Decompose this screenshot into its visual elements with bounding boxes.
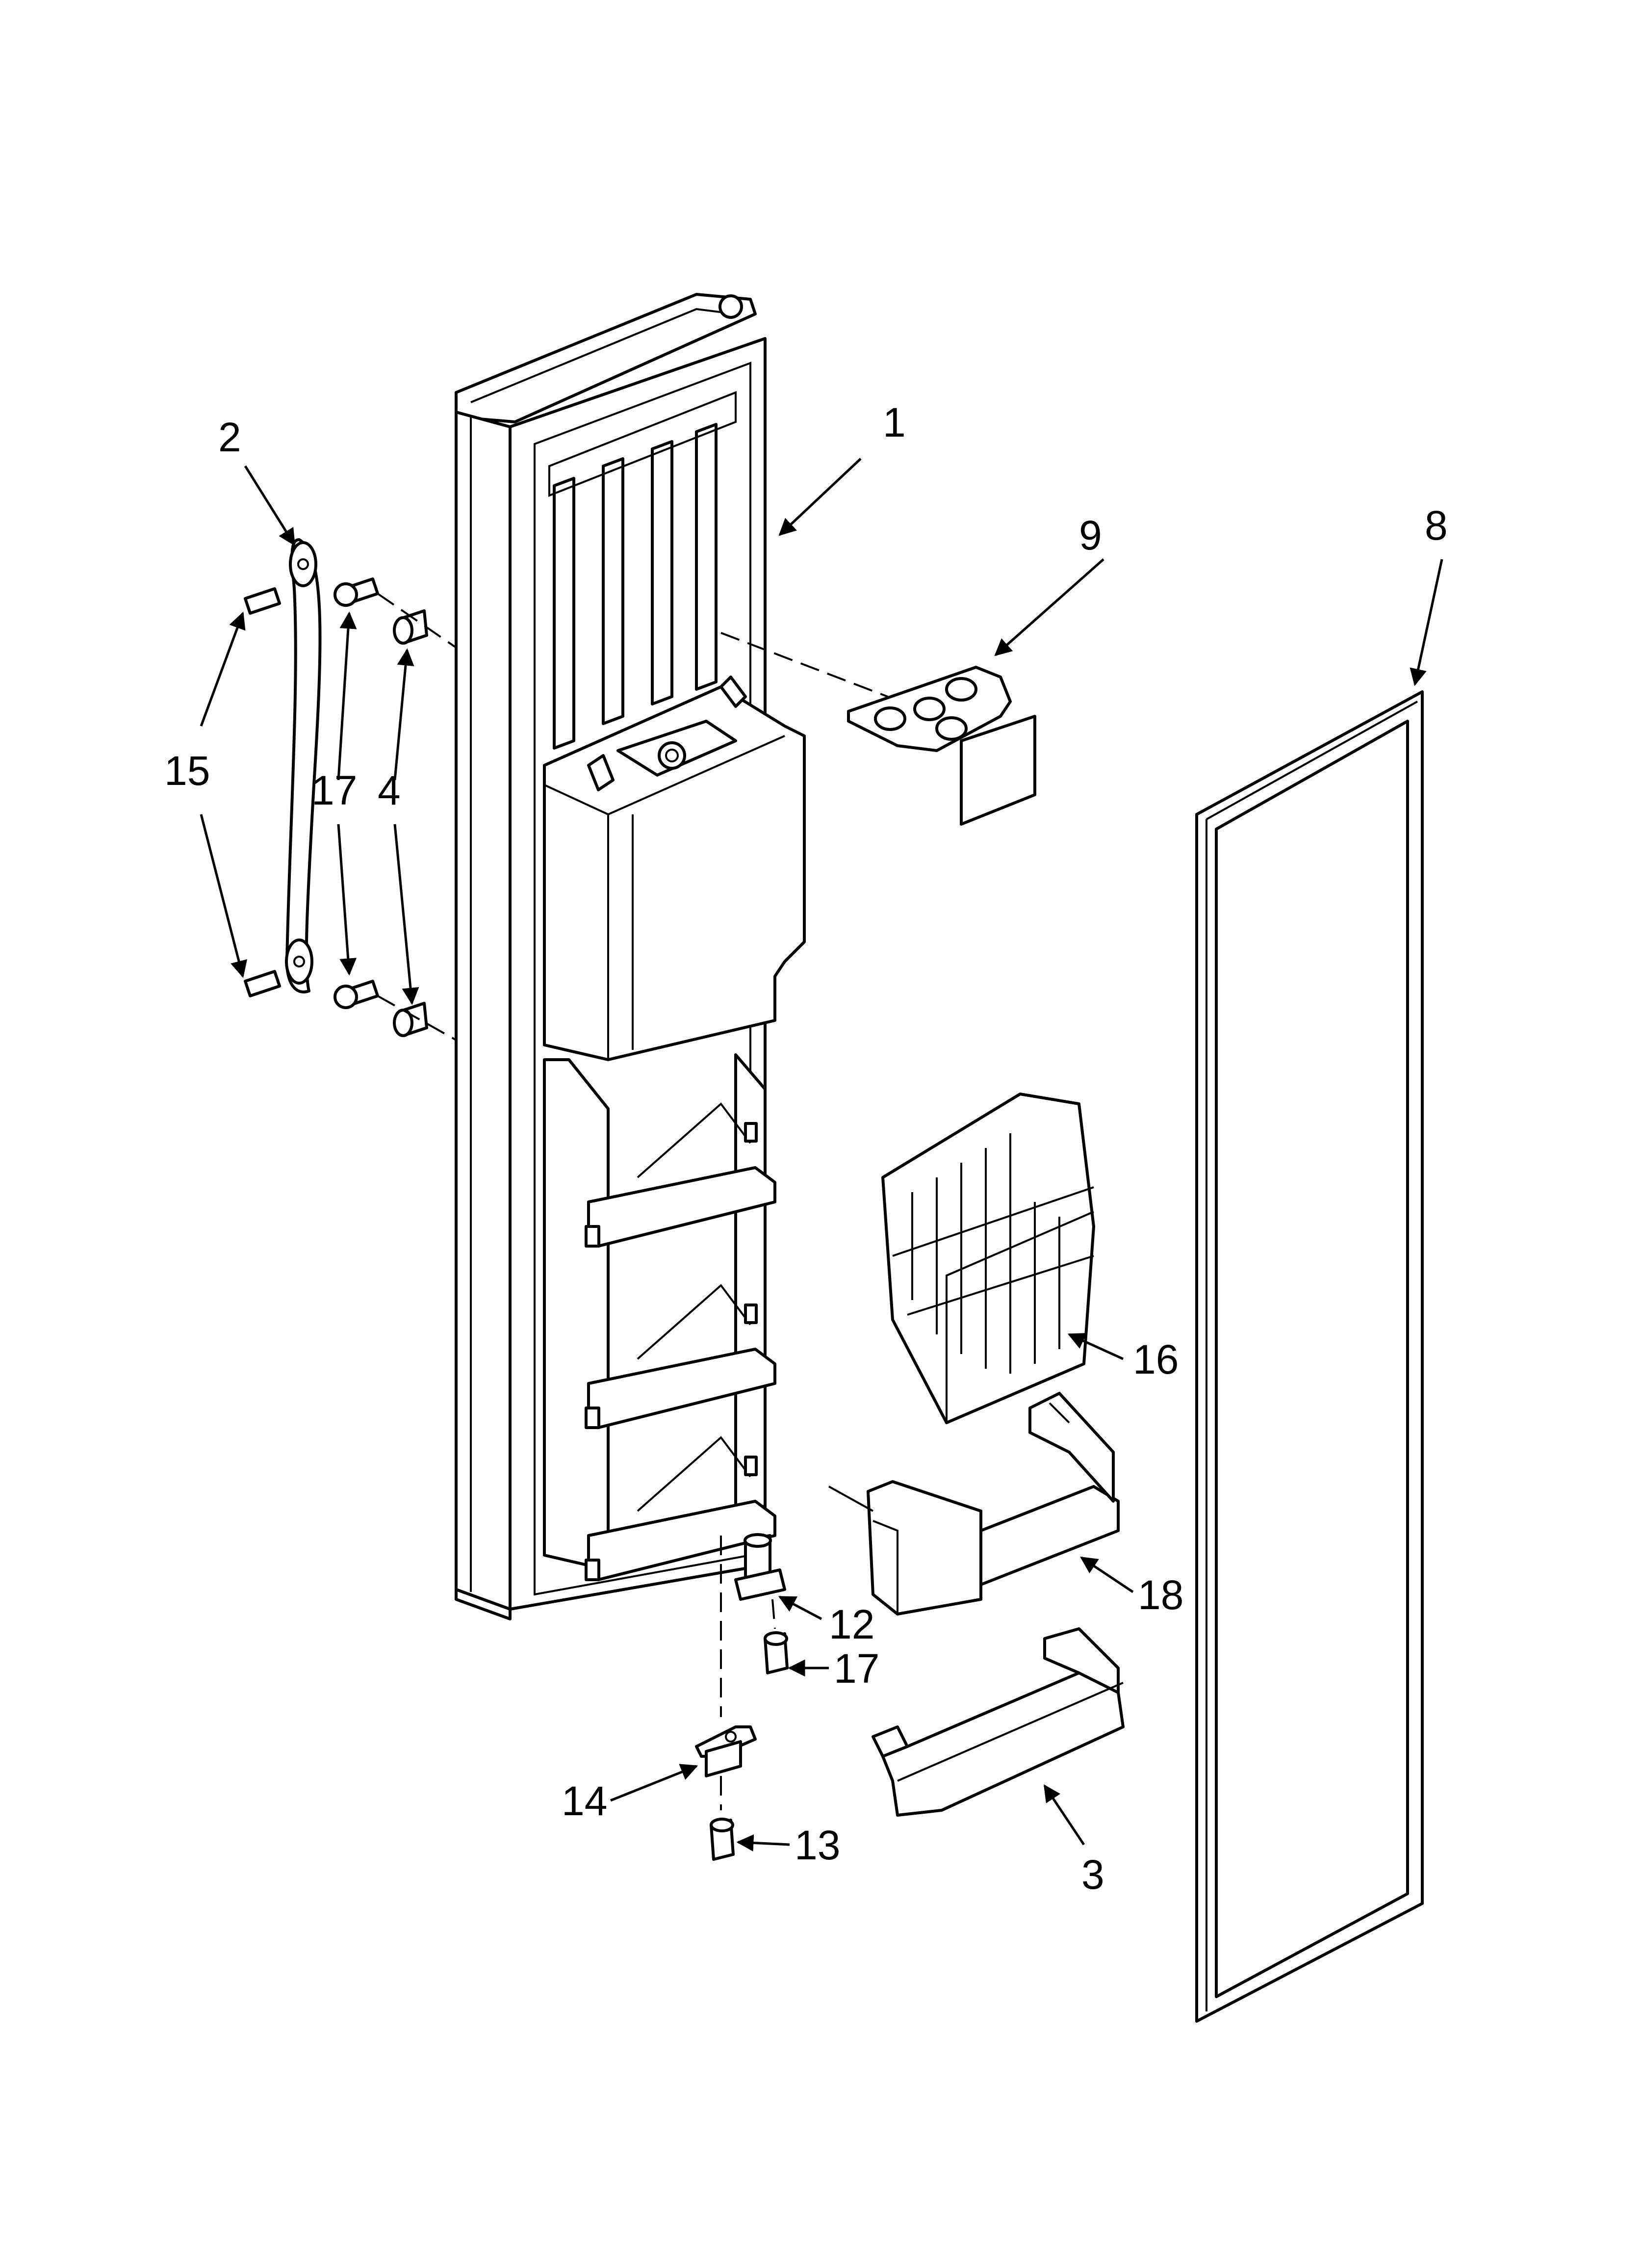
callout-3: 3: [1081, 1851, 1104, 1898]
leader-3: [1043, 1784, 1085, 1846]
door-gasket-part-8: [1195, 690, 1424, 2023]
wire-basket-part-16: [881, 1093, 1095, 1424]
leader-4-upper: [393, 648, 414, 781]
callout-13: 13: [795, 1822, 840, 1868]
handle-screw-part-15: [244, 587, 281, 997]
leader-18: [1080, 1556, 1134, 1593]
leader-13: [736, 1834, 790, 1851]
callout-8: 8: [1425, 502, 1448, 548]
leader-lines: [200, 458, 1443, 1851]
dispenser-flap-part-9: [847, 666, 1036, 826]
callout-14: 14: [562, 1778, 607, 1824]
callout-16: 16: [1133, 1336, 1179, 1382]
hinge-screw-part-17: [764, 1631, 789, 1674]
leader-1: [778, 458, 862, 536]
callout-9: 9: [1079, 512, 1102, 558]
door-bin-part-3: [872, 1627, 1125, 1817]
door-handle-part-2: [285, 538, 322, 993]
bracket-screw-part-13: [710, 1818, 735, 1861]
callout-17-lower: 17: [834, 1645, 879, 1692]
callout-12: 12: [829, 1601, 874, 1647]
leader-17-lower: [337, 824, 357, 976]
leader-4-lower: [393, 824, 419, 1005]
callout-4: 4: [378, 767, 401, 813]
callouts: 1 2 15 17 4 9 8 16 18 12 17 14 13 3: [164, 399, 1448, 1898]
callout-18: 18: [1138, 1572, 1183, 1618]
callout-15: 15: [164, 748, 210, 794]
leader-15-upper: [200, 611, 246, 727]
leader-17-upper: [337, 611, 357, 781]
door-panel-part-1: [455, 293, 806, 1620]
leader-12: [778, 1595, 822, 1620]
bin-bracket-part-18: [867, 1392, 1120, 1616]
callout-17-left: 17: [311, 767, 357, 813]
leader-2: [244, 465, 296, 546]
hinge-pin-part-12: [734, 1533, 786, 1601]
callout-1: 1: [883, 399, 906, 445]
leader-16: [1067, 1333, 1124, 1360]
hinge-bracket-part-14: [695, 1725, 757, 1777]
leader-15-lower: [200, 814, 248, 978]
callout-2: 2: [218, 414, 241, 460]
handle-spacer-part-4: [393, 609, 428, 1037]
leader-14: [610, 1764, 698, 1802]
leader-8: [1410, 559, 1443, 686]
leader-9: [994, 558, 1104, 656]
